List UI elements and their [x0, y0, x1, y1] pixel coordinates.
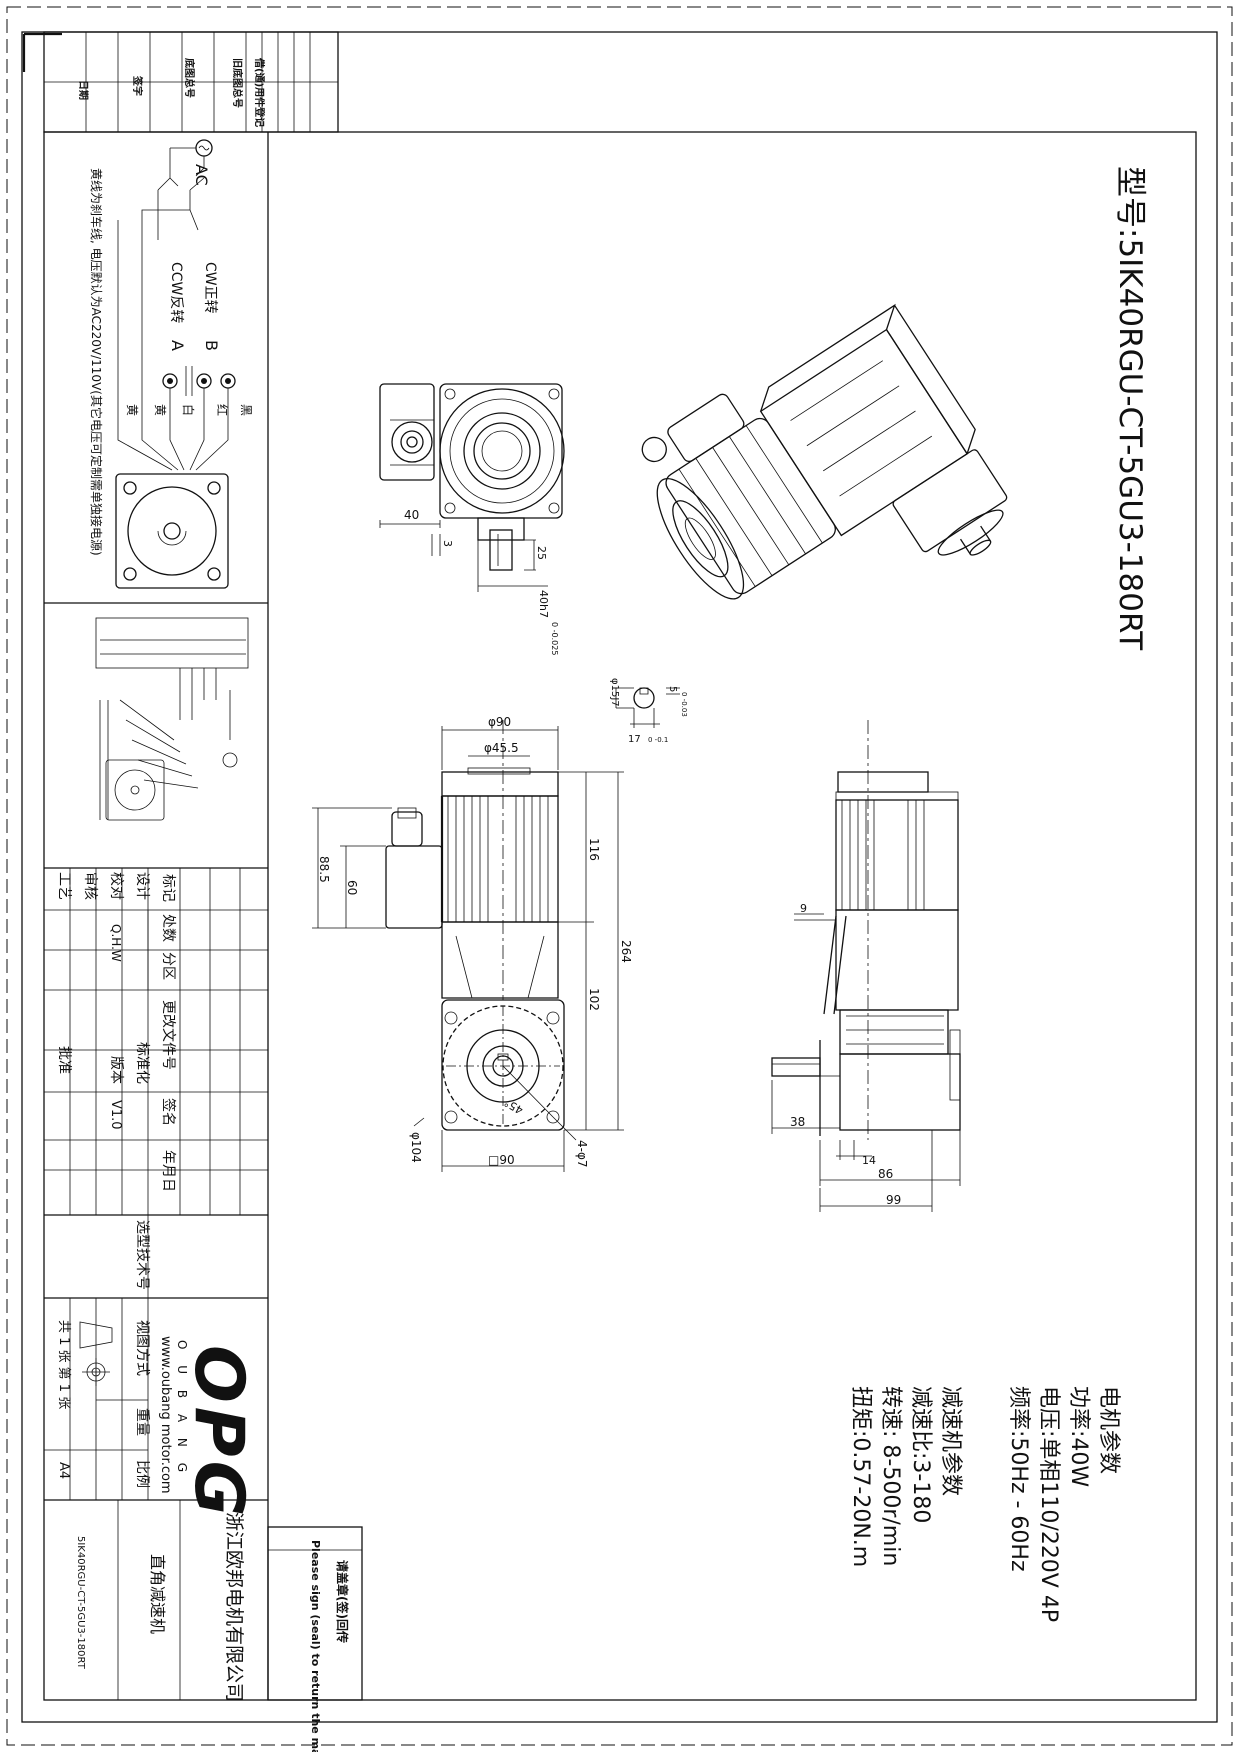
- end-view-drawing: 40 3 25 40h7 0 -0.025: [379, 383, 565, 655]
- dim-40h7: 40h7: [537, 590, 550, 618]
- tb-process: 工艺: [56, 872, 72, 900]
- wiring-cw: CW正转: [202, 262, 218, 314]
- tb-approve: 批准: [56, 1046, 72, 1074]
- motor-frequency: 频率:50Hz - 60Hz: [1006, 1386, 1031, 1572]
- wiring-diagram: AC CW正转 CCW反转 B A 黑 红 白 黄 黄 黄线为刹车线, 电压默认…: [89, 139, 253, 589]
- wire-yellow-2: 黄: [125, 404, 139, 416]
- dim-40h7-tol: 0 -0.025: [550, 622, 559, 655]
- dim-phi15: φ15J7: [609, 678, 620, 707]
- dim-102: 102: [587, 988, 601, 1011]
- tb-paper: A4: [56, 1462, 71, 1479]
- dim-phi45: φ45.5: [484, 741, 519, 755]
- strip-base-no: 底图总号: [183, 58, 196, 98]
- company-name: 浙江欧邦电机有限公司: [223, 1512, 245, 1702]
- wiring-ccw: CCW反转: [168, 262, 184, 323]
- wiring-terminal-a: A: [168, 340, 187, 351]
- dim-5-tol: 0 -0.03: [680, 692, 688, 717]
- tb-version-label: 版本: [108, 1056, 124, 1084]
- reducer-params-heading: 减速机参数: [938, 1386, 963, 1496]
- product-model: 5IK40RGU-CT-5GU3-180RT: [75, 1536, 86, 1670]
- dim-holes: 4-φ7: [575, 1140, 589, 1168]
- title-block: 标记 处数 分区 更改文件号 签名 年月日 设计 校对 审核 工艺 Q.H.W …: [44, 868, 268, 1702]
- frame-border: [21, 31, 1218, 1723]
- reducer-params: 减速机参数 减速比:3-180 转速: 8-500r/min 扭矩:0.57-2…: [848, 1386, 963, 1567]
- wire-white: 白: [181, 404, 196, 416]
- model-title: 型号:5IK40RGU-CT-5GU3-180RT: [1112, 166, 1148, 651]
- strip-old-base-no: 旧底图总号: [231, 58, 244, 108]
- wiring-note: 黄线为刹车线, 电压默认为AC220V/110V(其它电压可定制需单独接电源): [89, 168, 104, 556]
- dim-phi90: φ90: [488, 715, 511, 729]
- dim-3: 3: [441, 540, 454, 547]
- wire-red: 红: [215, 404, 230, 416]
- dim-86: 86: [878, 1167, 893, 1181]
- dim-45deg: 45°: [502, 1096, 525, 1117]
- dim-9: 9: [800, 902, 807, 915]
- dim-60: 60: [345, 880, 359, 895]
- logo-subtitle: O U B A N G: [175, 1340, 189, 1478]
- wiring-terminal-b: B: [202, 340, 221, 351]
- dim-17-tol: 0 -0.1: [648, 736, 668, 744]
- tb-projection: 视图方式: [134, 1320, 150, 1376]
- tb-label-change-doc: 更改文件号: [160, 1000, 176, 1070]
- tb-designer: Q.H.W: [109, 924, 123, 962]
- tb-label-date: 年月日: [160, 1150, 176, 1192]
- reducer-torque: 扭矩:0.57-20N.m: [848, 1386, 873, 1567]
- motor-flange-icon: [115, 473, 229, 589]
- dim-phi104: φ104: [409, 1132, 423, 1163]
- company-logo: OPG: [179, 1345, 258, 1520]
- tb-design: 设计: [134, 872, 150, 900]
- motor-params-heading: 电机参数: [1096, 1386, 1121, 1474]
- tb-sheets: 共 1 张 第 1 张: [56, 1320, 71, 1409]
- tb-weight: 重量: [134, 1408, 150, 1436]
- tb-label-zone: 分区: [160, 952, 176, 980]
- strip-sign: 签字: [131, 75, 144, 96]
- wiring-ac: AC: [192, 164, 211, 186]
- side-view-drawing: 9 38 14 86 99: [771, 720, 961, 1212]
- tb-standard: 标准化: [134, 1042, 150, 1084]
- dim-5: 5: [667, 686, 678, 692]
- tb-scale: 比例: [134, 1460, 150, 1488]
- motor-params: 电机参数 功率:40W 电压:单相110/220V 4P 频率:50Hz - 6…: [1006, 1386, 1121, 1622]
- reducer-speed: 转速: 8-500r/min: [878, 1386, 903, 1566]
- dim-sq90: □90: [488, 1153, 515, 1167]
- strip-return: 借(通)用件登记: [253, 57, 266, 127]
- tb-selection-code: 选型技术号: [134, 1220, 150, 1290]
- company-website: www.oubang motor.com: [158, 1336, 173, 1494]
- dim-25: 25: [535, 546, 548, 560]
- projection-symbol-icon: [79, 1321, 113, 1386]
- wire-yellow-1: 黄: [153, 404, 167, 416]
- tb-version: V1.0: [108, 1100, 123, 1130]
- reducer-ratio: 减速比:3-180: [908, 1386, 933, 1523]
- dim-40-side: 40: [404, 508, 419, 522]
- stamp-box: 请盖章(签)回传 Please sign (seal) to return th…: [267, 1526, 363, 1752]
- dim-38: 38: [790, 1115, 805, 1129]
- dim-264: 264: [619, 940, 633, 963]
- stamp-cn: 请盖章(签)回传: [335, 1560, 350, 1643]
- strip-date: 日期: [77, 80, 90, 100]
- tb-label-signature: 签名: [160, 1098, 177, 1126]
- wire-black: 黑: [239, 404, 253, 416]
- inner-border: [43, 131, 1197, 1701]
- front-view-drawing: φ90 φ45.5 88.5 60 116 102 264 □90 φ104 4…: [312, 715, 633, 1172]
- dim-17: 17: [628, 734, 641, 745]
- left-strip: 日期 签字 底图总号 旧底图总号 借(通)用件登记: [43, 31, 339, 133]
- motor-power: 功率:40W: [1066, 1386, 1091, 1487]
- isometric-motor-view: [641, 303, 1008, 600]
- dim-88: 88.5: [317, 856, 331, 883]
- dim-116: 116: [587, 838, 601, 861]
- tb-label-count: 处数: [160, 914, 176, 942]
- tb-review: 审核: [82, 872, 98, 900]
- shaft-key-detail: φ15J7 5 0 -0.03 17 0 -0.1: [609, 678, 688, 745]
- tb-check: 校对: [108, 872, 125, 900]
- dim-99: 99: [886, 1193, 901, 1207]
- trim-border: [6, 6, 1233, 1746]
- dim-14: 14: [862, 1154, 876, 1167]
- stamp-en: Please sign (seal) to return the mail: [309, 1540, 322, 1752]
- tb-label-mark: 标记: [160, 874, 176, 902]
- wiring-diagram-small: [95, 617, 249, 821]
- product-name: 直角减速机: [148, 1554, 167, 1634]
- motor-voltage: 电压:单相110/220V 4P: [1036, 1386, 1061, 1622]
